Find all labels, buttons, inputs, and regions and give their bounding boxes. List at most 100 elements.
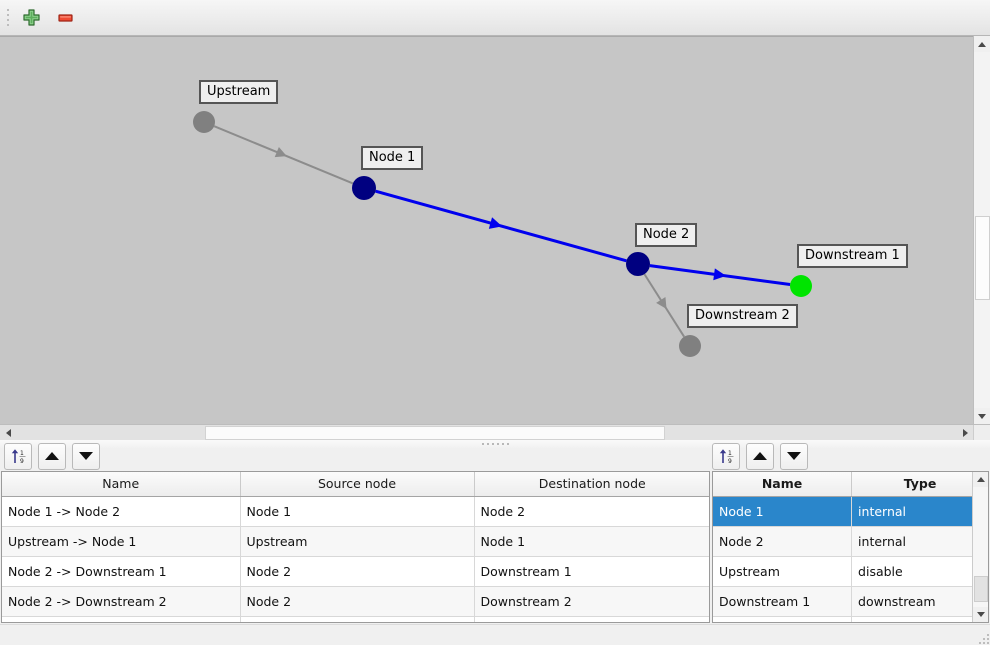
nodes-move-up-button[interactable] bbox=[746, 442, 774, 470]
table-cell[interactable]: Node 2 bbox=[474, 496, 709, 527]
nodes-move-down-button[interactable] bbox=[780, 442, 808, 470]
splitter-dot bbox=[486, 443, 489, 445]
table-cell[interactable]: Upstream bbox=[713, 556, 853, 587]
svg-text:1: 1 bbox=[20, 450, 24, 457]
table-cell[interactable]: Node 2 bbox=[713, 526, 853, 557]
column-header-name[interactable]: Name bbox=[713, 472, 853, 497]
nodes-table-scrollbar[interactable] bbox=[972, 472, 988, 622]
toolbar-grip[interactable] bbox=[3, 5, 12, 31]
remove-node-button[interactable] bbox=[50, 3, 80, 33]
graph-node-node2[interactable] bbox=[626, 252, 650, 276]
edge-arrowhead-upstream-node1 bbox=[274, 146, 287, 158]
scrollbar-thumb[interactable] bbox=[205, 426, 665, 440]
graph-node-upstream[interactable] bbox=[193, 111, 215, 133]
graph-svg bbox=[193, 111, 812, 357]
node-label-upstream[interactable]: Upstream bbox=[199, 80, 279, 104]
column-header-name[interactable]: Name bbox=[2, 472, 241, 497]
table-cell[interactable]: Node 1 bbox=[713, 496, 853, 527]
splitter-dot bbox=[501, 443, 504, 445]
table-cell[interactable]: disable bbox=[851, 556, 988, 587]
edge-arrowhead-node2-downstream1 bbox=[713, 268, 727, 281]
chevron-up-icon bbox=[978, 41, 986, 47]
scrollbar-thumb[interactable] bbox=[975, 216, 990, 300]
splitter-dot bbox=[496, 443, 499, 445]
nodes-sort-button[interactable]: 1 9 bbox=[712, 442, 740, 470]
edges-move-up-button[interactable] bbox=[38, 442, 66, 470]
column-header-type[interactable]: Type bbox=[851, 472, 988, 497]
svg-text:1: 1 bbox=[728, 450, 732, 457]
table-cell[interactable]: Node 2 bbox=[240, 556, 475, 587]
scroll-left-button[interactable] bbox=[1, 425, 15, 440]
chevron-down-icon bbox=[978, 413, 986, 419]
graph-node-downstream1[interactable] bbox=[790, 275, 812, 297]
grip-dot bbox=[6, 24, 9, 26]
table-cell[interactable]: Node 1 bbox=[474, 526, 709, 557]
node-label-downstream1[interactable]: Downstream 1 bbox=[797, 244, 908, 268]
node-label-node2[interactable]: Node 2 bbox=[635, 223, 698, 247]
table-cell[interactable]: internal bbox=[851, 526, 988, 557]
table-cell[interactable]: Downstream 1 bbox=[474, 556, 709, 587]
triangle-up-icon bbox=[45, 452, 59, 460]
chevron-left-icon bbox=[5, 428, 11, 437]
chevron-up-icon bbox=[976, 477, 985, 482]
nodes-toolbar: 1 9 bbox=[712, 442, 808, 470]
chevron-down-icon bbox=[976, 612, 985, 617]
plus-icon bbox=[22, 9, 40, 26]
table-cell-empty bbox=[240, 616, 475, 622]
sort-icon: 1 9 bbox=[11, 449, 25, 465]
table-cell[interactable]: Node 2 -> Downstream 2 bbox=[2, 586, 241, 617]
column-header-destination-node[interactable]: Destination node bbox=[474, 472, 709, 497]
canvas-horizontal-scrollbar[interactable] bbox=[0, 424, 990, 440]
scroll-down-button[interactable] bbox=[974, 408, 990, 424]
panel-splitter[interactable] bbox=[0, 440, 990, 448]
chevron-right-icon bbox=[962, 428, 968, 437]
status-bar bbox=[0, 624, 990, 645]
table-cell[interactable]: Node 2 bbox=[240, 586, 475, 617]
graph-node-node1[interactable] bbox=[352, 176, 376, 200]
table-cell[interactable]: Node 1 -> Node 2 bbox=[2, 496, 241, 527]
node-label-node1[interactable]: Node 1 bbox=[361, 146, 424, 170]
add-node-button[interactable] bbox=[16, 3, 46, 33]
scrollbar-corner bbox=[973, 425, 990, 440]
table-cell[interactable]: Upstream -> Node 1 bbox=[2, 526, 241, 557]
table-cell[interactable]: Downstream 1 bbox=[713, 586, 853, 617]
table-cell[interactable]: downstream bbox=[851, 586, 988, 617]
scroll-up-button[interactable] bbox=[974, 36, 990, 52]
table-cell[interactable]: internal bbox=[851, 496, 988, 527]
graph-node-downstream2[interactable] bbox=[679, 335, 701, 357]
scroll-up-button[interactable] bbox=[973, 472, 988, 487]
resize-grip[interactable] bbox=[977, 632, 989, 644]
splitter-dot bbox=[506, 443, 509, 445]
table-cell[interactable]: Node 2 -> Downstream 1 bbox=[2, 556, 241, 587]
edges-move-down-button[interactable] bbox=[72, 442, 100, 470]
grip-dot bbox=[6, 14, 9, 16]
table-cell[interactable]: Node 1 bbox=[240, 496, 475, 527]
table-cell-empty bbox=[2, 616, 241, 622]
splitter-dot bbox=[481, 443, 484, 445]
scroll-right-button[interactable] bbox=[958, 425, 972, 440]
splitter-grip bbox=[481, 443, 509, 445]
node-label-downstream2[interactable]: Downstream 2 bbox=[687, 304, 798, 328]
table-cell[interactable]: Upstream bbox=[240, 526, 475, 557]
table-filler-row bbox=[713, 616, 988, 622]
column-header-source-node[interactable]: Source node bbox=[240, 472, 475, 497]
scrollbar-thumb[interactable] bbox=[974, 576, 988, 602]
canvas-vertical-scrollbar[interactable] bbox=[973, 36, 990, 424]
sort-icon: 1 9 bbox=[719, 449, 733, 465]
splitter-dot bbox=[491, 443, 494, 445]
table-cell[interactable]: Downstream 2 bbox=[474, 586, 709, 617]
svg-text:9: 9 bbox=[728, 458, 732, 465]
scroll-down-button[interactable] bbox=[973, 607, 988, 622]
edges-sort-button[interactable]: 1 9 bbox=[4, 442, 32, 470]
